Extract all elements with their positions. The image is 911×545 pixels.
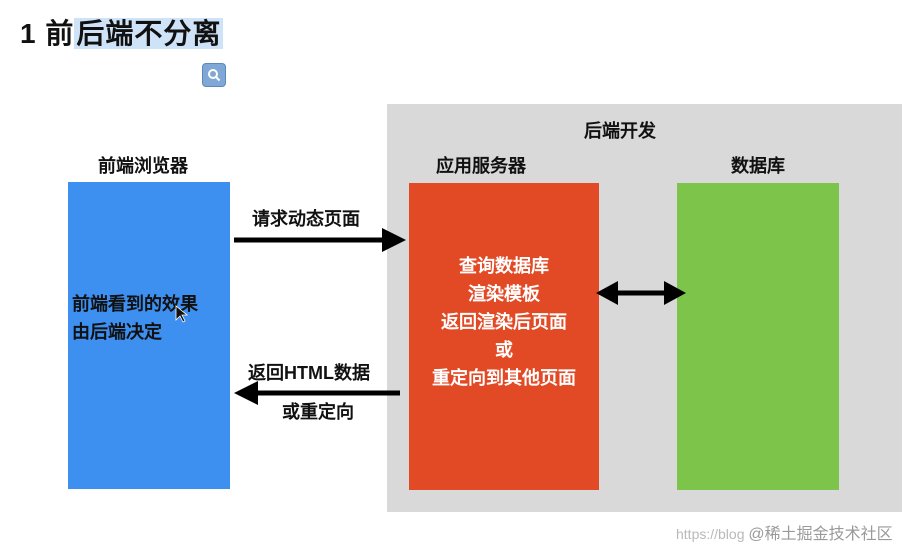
server-title: 应用服务器 xyxy=(436,156,526,176)
database-title: 数据库 xyxy=(731,156,785,176)
server-line: 查询数据库 xyxy=(459,256,549,276)
browser-description: 前端看到的效果 由后端决定 xyxy=(72,290,232,346)
server-line: 或 xyxy=(495,340,513,360)
server-line: 返回渲染后页面 xyxy=(441,312,567,332)
browser-line: 由后端决定 xyxy=(72,322,162,342)
server-box xyxy=(409,183,599,490)
browser-box xyxy=(68,182,230,489)
server-line: 渲染模板 xyxy=(468,284,540,304)
title-number: 1 xyxy=(20,18,37,49)
database-box xyxy=(677,183,839,490)
response-label: 返回HTML数据 xyxy=(248,363,370,383)
backend-panel-title: 后端开发 xyxy=(584,121,656,141)
search-icon[interactable] xyxy=(202,63,226,87)
cursor-icon xyxy=(175,305,189,323)
watermark: https://blog @稀土掘金技术社区 xyxy=(676,520,893,544)
request-arrow xyxy=(234,228,406,252)
slide-title: 1 前后端不分离 xyxy=(20,16,224,52)
title-highlight: 后端不分离 xyxy=(74,18,224,49)
server-description: 查询数据库 渲染模板 返回渲染后页面 或 重定向到其他页面 xyxy=(409,252,599,392)
response-arrow xyxy=(234,381,400,405)
title-prefix: 前 xyxy=(45,18,75,49)
server-db-arrow xyxy=(596,281,686,305)
redirect-label: 或重定向 xyxy=(282,402,354,422)
server-line: 重定向到其他页面 xyxy=(432,368,576,388)
browser-line: 前端看到的效果 xyxy=(72,294,198,314)
browser-title: 前端浏览器 xyxy=(98,156,188,176)
watermark-site: @稀土掘金技术社区 xyxy=(748,526,893,543)
watermark-url: https://blog xyxy=(676,526,745,542)
request-label: 请求动态页面 xyxy=(252,209,360,229)
